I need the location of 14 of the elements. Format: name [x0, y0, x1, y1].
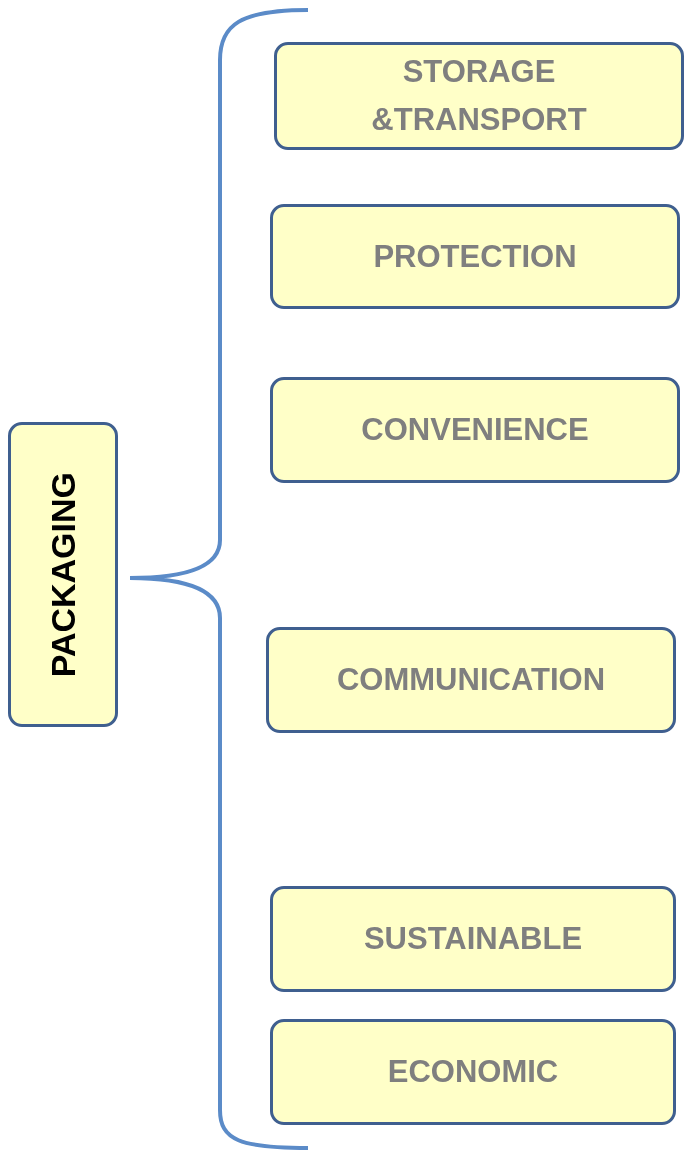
- box-label: SUSTAINABLE: [363, 920, 583, 959]
- category-box: [270, 204, 680, 309]
- box-label: COMMUNICATION: [336, 661, 606, 700]
- box-label: ECONOMIC: [387, 1053, 559, 1092]
- category-box: [274, 42, 684, 150]
- box-label: CONVENIENCE: [361, 411, 589, 450]
- category-box: [270, 377, 680, 483]
- box-label: PROTECTION: [373, 237, 577, 276]
- category-box: [270, 886, 676, 992]
- box-label: STORAGE &TRANSPORT: [370, 52, 588, 139]
- category-box: [270, 1019, 676, 1125]
- category-box: [266, 627, 676, 733]
- category-box: [8, 422, 118, 727]
- box-label: PACKAGING: [42, 471, 83, 678]
